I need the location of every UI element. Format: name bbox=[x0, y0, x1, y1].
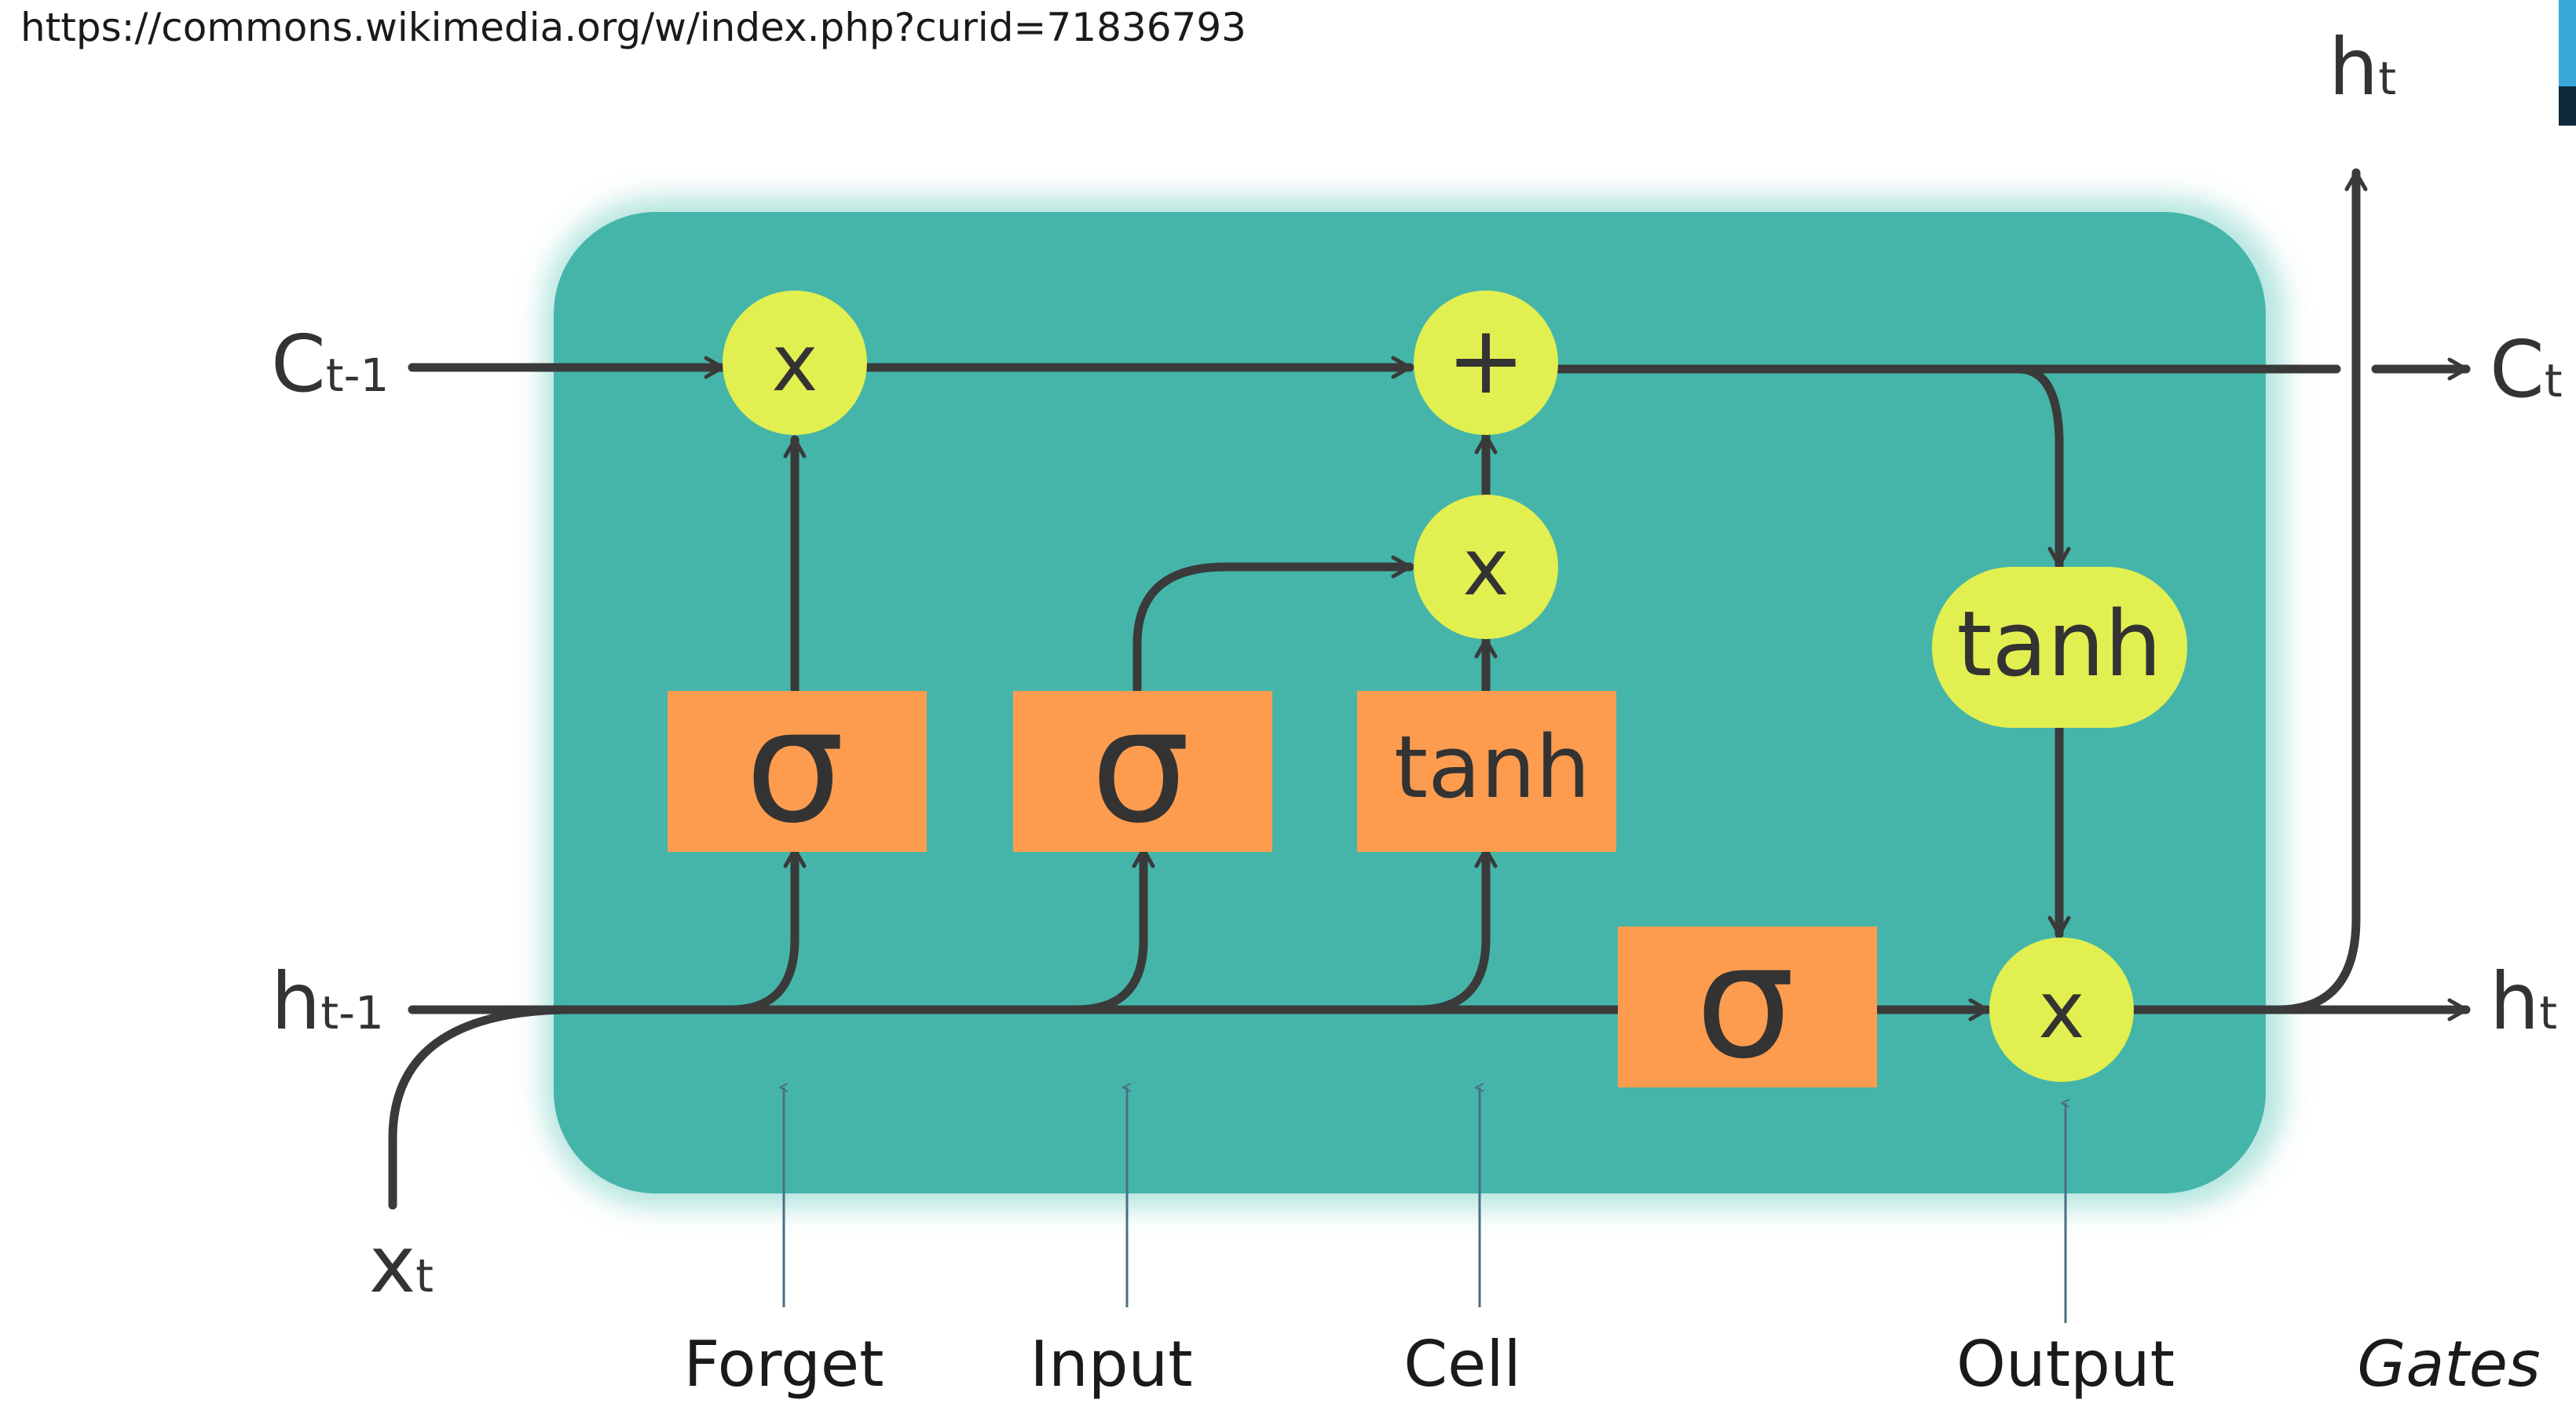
c-t-label: Ct bbox=[2490, 323, 2563, 415]
output-gate-caption: Output bbox=[1956, 1328, 2175, 1401]
output-tanh-label: tanh bbox=[1956, 592, 2161, 697]
output-multiply-label: x bbox=[2038, 964, 2084, 1056]
xt-input-curve bbox=[388, 1005, 570, 1210]
input-multiply-label: x bbox=[1462, 521, 1509, 613]
h-t-right-label: ht bbox=[2490, 956, 2557, 1047]
h-prev-label: ht-1 bbox=[271, 956, 384, 1047]
input-sigma-branch bbox=[1071, 845, 1155, 1014]
cell-to-tanh-line bbox=[2014, 364, 2071, 570]
source-url-text: https://commons.wikimedia.org/w/index.ph… bbox=[20, 5, 1246, 50]
cell-add-label: + bbox=[1447, 306, 1526, 415]
hidden-up-line bbox=[2273, 168, 2368, 1014]
gates-caption: Gates bbox=[2357, 1328, 2540, 1401]
h-t-top-label: ht bbox=[2329, 21, 2396, 113]
forget-gate-caption: Forget bbox=[684, 1328, 884, 1401]
input-sigma-label: σ bbox=[1091, 675, 1191, 858]
forget-multiply-node bbox=[723, 291, 867, 435]
output-sigma-label: σ bbox=[1696, 911, 1795, 1094]
forget-input-branch bbox=[726, 845, 807, 1014]
cell-add-node bbox=[1414, 291, 1558, 435]
forget-sigma-label: σ bbox=[745, 675, 845, 858]
output-sigma-box bbox=[1618, 926, 1877, 1087]
cell-tanh-box bbox=[1357, 691, 1616, 852]
cell-tanh-label: tanh bbox=[1394, 717, 1590, 817]
forget-sigma-box bbox=[668, 691, 927, 852]
x-t-label: xt bbox=[369, 1219, 434, 1310]
input-gate-caption: Input bbox=[1030, 1328, 1192, 1401]
cell-tanh-branch bbox=[1413, 845, 1498, 1014]
cell-gate-caption: Cell bbox=[1403, 1328, 1521, 1401]
input-sigma-box bbox=[1013, 691, 1272, 852]
c-prev-label: Ct-1 bbox=[271, 318, 389, 410]
input-multiply-node bbox=[1414, 495, 1558, 639]
output-tanh-node bbox=[1932, 567, 2187, 728]
window-edge-highlight bbox=[2559, 0, 2576, 86]
forget-multiply-label: x bbox=[771, 317, 818, 409]
input-sigma-to-mult bbox=[1132, 555, 1414, 696]
output-multiply-node bbox=[1989, 937, 2134, 1082]
